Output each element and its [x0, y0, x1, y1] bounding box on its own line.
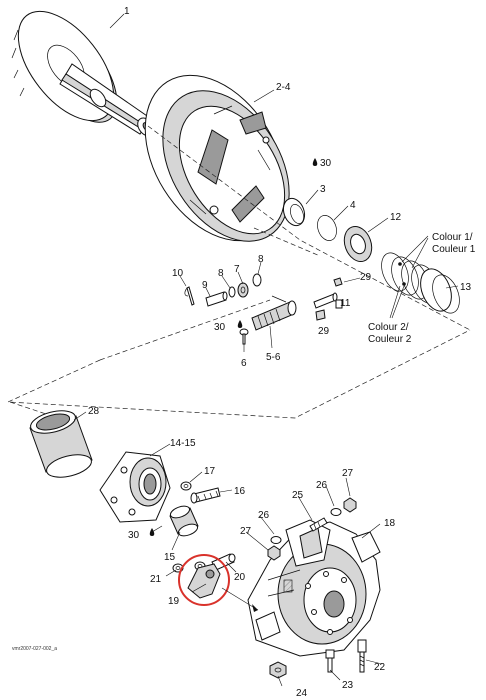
nut-part-24	[269, 661, 287, 679]
callout-22: 22	[374, 662, 386, 673]
callout-5-6: 5-6	[266, 352, 281, 363]
callout-11: 11	[340, 298, 351, 309]
callout-27a: 27	[342, 468, 354, 479]
label-colour-1: Colour 1/	[432, 232, 473, 243]
highlighted-part-19	[178, 554, 230, 606]
hub-part-14-15	[99, 451, 171, 523]
callout-7: 7	[234, 264, 240, 275]
drawing-code: vmr2007-027-002_a	[12, 646, 57, 652]
screw-part-23	[325, 649, 335, 673]
callout-26b: 26	[258, 510, 270, 521]
callout-10: 10	[172, 268, 184, 279]
washer-part-12	[343, 226, 373, 262]
nut-part-27a	[343, 497, 357, 513]
callout-6: 6	[241, 358, 247, 369]
washer-part-8b	[252, 273, 262, 287]
screw-part-16	[190, 487, 221, 504]
callout-19: 19	[168, 596, 180, 607]
bushing-part-3	[282, 197, 306, 227]
screw-part-6	[239, 328, 249, 345]
nut-part-27b	[267, 545, 281, 561]
arrow-head	[252, 604, 258, 612]
callout-29a: 29	[360, 272, 372, 283]
callout-1: 1	[124, 6, 130, 17]
callout-23: 23	[342, 680, 354, 691]
callout-3: 3	[320, 184, 326, 195]
label-colour-2: Colour 2/	[368, 322, 409, 333]
label-couleur-1: Couleur 1	[432, 244, 476, 255]
callout-21: 21	[150, 574, 162, 585]
callout-24: 24	[296, 688, 308, 699]
pins-part-20	[211, 553, 236, 571]
callout-30c: 30	[128, 530, 140, 541]
callout-25: 25	[292, 490, 304, 501]
callout-18: 18	[384, 518, 396, 529]
screw-part-25	[309, 517, 328, 532]
callout-29b: 29	[318, 326, 330, 337]
callout-17: 17	[204, 466, 216, 477]
highlight-circle	[178, 554, 230, 606]
callout-30b: 30	[214, 322, 226, 333]
pin-part-10	[184, 286, 195, 306]
callout-26a: 26	[316, 480, 328, 491]
fixed-sheave-part-1	[11, 10, 155, 137]
spring-part-13	[381, 252, 460, 314]
drop-icon-c	[149, 528, 155, 536]
callout-labels: 1 2-4 30 3 4 12 Colour 1/ Couleur 1 13 1…	[12, 6, 476, 699]
callout-4: 4	[350, 200, 356, 211]
label-couleur-2: Couleur 2	[368, 334, 412, 345]
bushing-part-15	[169, 505, 199, 537]
callout-9: 9	[202, 280, 208, 291]
arrow-19-to-cam	[221, 587, 259, 611]
leader-lines	[73, 13, 459, 687]
lubricant-drop-icons	[149, 158, 318, 536]
callout-30a: 30	[320, 158, 332, 169]
drop-icon-a	[312, 158, 318, 166]
roller-part-7	[237, 282, 249, 298]
pins-parts-11-29	[313, 277, 343, 321]
drop-icon-b	[237, 320, 243, 328]
cam-part-18	[247, 519, 381, 657]
bushing-part-28	[29, 410, 93, 478]
movable-sheave-part-2-4	[144, 74, 290, 242]
washer-part-26b	[270, 536, 282, 544]
callout-2-4: 2-4	[276, 82, 291, 93]
washer-part-26a	[330, 508, 342, 516]
callout-28: 28	[88, 406, 100, 417]
pin-part-9	[205, 291, 228, 307]
callout-14-15: 14-15	[170, 438, 196, 449]
callout-12: 12	[390, 212, 402, 223]
washer-part-17	[180, 481, 192, 491]
callout-16: 16	[234, 486, 246, 497]
callout-15: 15	[164, 552, 176, 563]
callout-27b: 27	[240, 526, 252, 537]
callout-13: 13	[460, 282, 472, 293]
washer-part-8a	[228, 286, 236, 298]
callout-20: 20	[234, 572, 246, 583]
circlip-part-4	[317, 215, 337, 241]
callout-8a: 8	[218, 268, 224, 279]
slider-shoe-part-5-6	[251, 295, 297, 331]
callout-8b: 8	[258, 254, 264, 265]
bolt-part-22	[357, 639, 367, 673]
